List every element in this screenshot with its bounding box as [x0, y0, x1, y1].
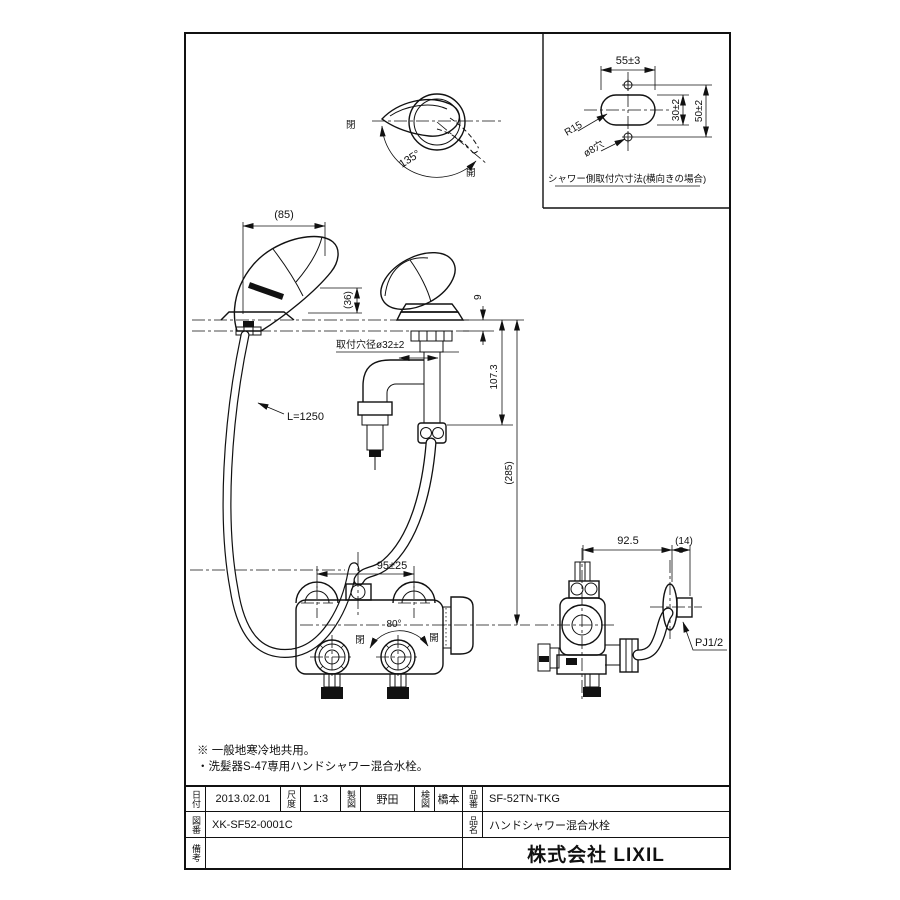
remarks-label: 備考 — [186, 838, 206, 868]
knob-open-label: 開 — [429, 633, 439, 644]
dim-30: 30±2 — [671, 98, 682, 121]
hand-shower-view: (85) (36) L=1250 — [220, 209, 362, 658]
title-block: 日付 2013.02.01 尺度 1:3 製図 野田 検図 橋本 品番 SF-5… — [184, 785, 731, 870]
date-label: 日付 — [186, 787, 206, 812]
dim-55: 55±3 — [616, 55, 640, 67]
wall-supply-pipe — [632, 607, 674, 661]
product-label: 品名 — [463, 812, 483, 838]
detail-cell-partition — [542, 33, 729, 209]
dwg-no-value: XK-SF52-0001C — [206, 812, 463, 838]
knob-angle-label: 80° — [386, 619, 401, 630]
scale-label: 尺度 — [281, 787, 301, 812]
knob-close-label: 閉 — [355, 635, 365, 646]
handle-open-label: 開 — [466, 168, 476, 179]
scale-value: 1:3 — [301, 787, 341, 812]
hole-dia-label: ø8穴 — [581, 137, 606, 159]
checker-value: 橋本 — [435, 787, 463, 812]
mount-hole-label: 取付穴径ø32±2 — [336, 338, 405, 351]
handle-close-label: 閉 — [346, 120, 356, 131]
drafter-label: 製図 — [341, 787, 361, 812]
valve-knob-right — [376, 635, 420, 679]
under-counter-dim: 107.3 — [489, 364, 500, 389]
handle-angle-label: 135° — [397, 148, 423, 170]
note-line-1: ※ 一般地寒冷地共用。 — [197, 745, 316, 757]
company-name: 株式会社 LIXIL — [527, 844, 665, 866]
thread-label: PJ1/2 — [695, 637, 723, 649]
deck-thickness-dim: 9 — [473, 294, 484, 300]
part-no-label: 品番 — [463, 787, 483, 812]
shower-hole-detail-view: 55±3 30±2 50±2 R15 ø8穴 シャワー側取付穴寸法(横向きの場合… — [548, 55, 712, 187]
shower-height-dim: (36) — [343, 291, 354, 309]
part-no-value: SF-52TN-TKG — [483, 787, 729, 812]
valve-side-view: 92.5 (14) — [535, 535, 727, 700]
date-value: 2013.02.01 — [206, 787, 281, 812]
checker-label: 検図 — [415, 787, 435, 812]
hose-length-label: L=1250 — [287, 411, 324, 423]
reach-dim: 92.5 — [617, 535, 638, 547]
spout-view: 取付穴径ø32±2 9 — [336, 251, 524, 626]
wall-dim: (14) — [675, 536, 693, 547]
drawing-notes: ※ 一般地寒冷地共用。 ・洗髪器S-47専用ハンドシャワー混合水栓。 — [197, 743, 428, 775]
detail-caption: シャワー側取付穴寸法(横向きの場合) — [548, 173, 706, 185]
product-value: ハンドシャワー混合水栓 — [483, 812, 729, 838]
valve-front-view: 95±25 — [295, 552, 530, 699]
pitch-dim: 95±25 — [377, 560, 408, 572]
dwg-no-label: 図番 — [186, 812, 206, 838]
radius-label: R15 — [563, 119, 585, 138]
dim-50: 50±2 — [694, 99, 705, 122]
drafter-value: 野田 — [361, 787, 415, 812]
shower-hose — [222, 330, 361, 658]
total-height-dim: (285) — [504, 461, 515, 484]
note-line-2: ・洗髪器S-47専用ハンドシャワー混合水栓。 — [197, 761, 429, 773]
shower-width-dim: (85) — [274, 209, 294, 221]
handle-top-view: 135° 閉 開 — [346, 93, 503, 179]
remarks-value — [206, 838, 463, 868]
